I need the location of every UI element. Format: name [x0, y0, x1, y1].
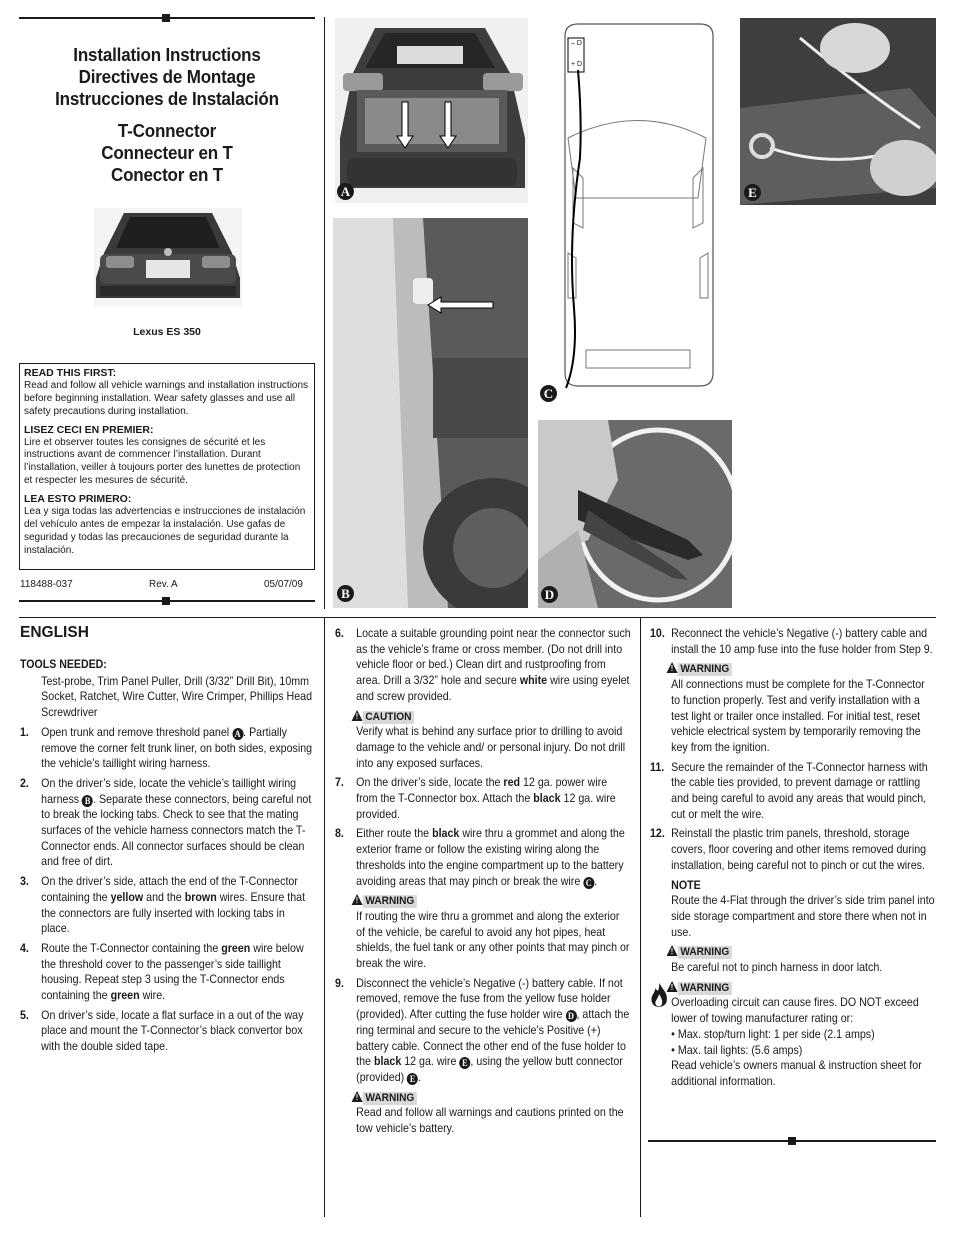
step-2: 2. On the driver’s side, locate the vehi… — [20, 776, 312, 869]
revision: Rev. A — [149, 579, 178, 590]
figure-c-label: C — [540, 385, 557, 402]
step-9-warning-text: Read and follow all warnings and caution… — [356, 1106, 624, 1136]
title-installation-fr: Directives de Montage — [78, 66, 256, 87]
fire-warning-tail: • Max. tail lights: (5.6 amps) — [671, 1043, 803, 1057]
step-7: 7. On the driver’s side, locate the red … — [335, 776, 616, 821]
read-first-body-fr: Lire et observer toutes les consignes de… — [24, 436, 301, 487]
title-product-en: T-Connector — [117, 120, 217, 141]
rule-marker — [162, 14, 170, 22]
figure-d-wire-cutter-photo: D — [538, 420, 732, 608]
part-number: 118488-037 — [20, 579, 73, 590]
column-divider-1 — [324, 617, 325, 1217]
step-1: 1. Open trunk and remove threshold panel… — [20, 725, 313, 771]
figure-e-ref: E — [459, 1057, 471, 1070]
step-4: 4. Route the T-Connector containing the … — [20, 941, 304, 1003]
figure-e-ref: E — [407, 1072, 419, 1085]
read-first-body-en: Read and follow all vehicle warnings and… — [24, 379, 309, 417]
title-product-es: Conector en T — [110, 164, 224, 185]
warning-badge: !WARNING — [351, 893, 418, 909]
rule-marker — [788, 1137, 796, 1145]
tools-heading: TOOLS NEEDED: — [20, 659, 107, 671]
warning-triangle-icon: ! — [666, 662, 678, 674]
column-divider-2 — [640, 617, 641, 1217]
step-8-warning-text: If routing the wire thru a grommet and a… — [356, 909, 630, 971]
english-heading: ENGLISH — [20, 624, 89, 641]
figure-b-threshold-photo: B — [333, 218, 528, 608]
vehicle-photo — [94, 208, 242, 306]
doc-date: 05/07/09 — [264, 579, 303, 590]
fire-warning-read-manual: Read vehicle’s owners manual & instructi… — [671, 1059, 922, 1088]
figure-b-ref: B — [82, 794, 94, 807]
figure-c-routing-diagram: – D + D C — [538, 18, 734, 408]
diagram-terminal-positive: + D — [571, 61, 583, 68]
figure-e-label: E — [744, 184, 761, 201]
read-first-heading-es: LEA ESTO PRIMERO: — [24, 493, 132, 506]
warning-badge: !WARNING — [351, 1090, 418, 1106]
figure-b-label: B — [337, 585, 354, 602]
rule-marker — [162, 597, 170, 605]
figure-a-label: A — [337, 183, 354, 200]
tools-list: Test-probe, Trim Panel Puller, Drill (3/… — [41, 674, 313, 720]
warning-triangle-icon: ! — [351, 1090, 363, 1102]
figure-a-ref: A — [232, 727, 244, 740]
warning-badge: !WARNING — [666, 980, 733, 996]
title-installation-es: Instrucciones de Instalación — [55, 88, 279, 109]
figure-c-ref: C — [583, 876, 595, 889]
vehicle-caption: Lexus ES 350 — [133, 326, 201, 338]
step-5: 5. On driver’s side, locate a flat surfa… — [20, 1008, 304, 1054]
title-product-fr: Connecteur en T — [101, 142, 233, 163]
warning-badge: !WARNING — [666, 661, 733, 677]
vertical-divider-top — [324, 17, 325, 609]
figure-a-trunk-photo: A — [335, 18, 528, 203]
read-first-heading-fr: LISEZ CECI EN PREMIER: — [24, 423, 154, 436]
warning-badge: !WARNING — [666, 944, 733, 960]
warning-triangle-icon: ! — [351, 894, 363, 906]
step-10: 10. Reconnect the vehicle’s Negative (-)… — [650, 626, 935, 756]
note-heading: NOTE — [671, 878, 701, 892]
step-9: 9. Disconnect the vehicle’s Negative (-)… — [335, 976, 630, 1136]
step-3: 3. On the driver’s side, attach the end … — [20, 875, 306, 936]
step-12: 12. Reinstall the plastic trim panels, t… — [650, 827, 935, 1088]
fire-warning-text: Overloading circuit can cause fires. DO … — [671, 996, 919, 1026]
instructions-column-1: TOOLS NEEDED: Test-probe, Trim Panel Pul… — [20, 658, 314, 1055]
step-11: 11. Secure the remainder of the T-Connec… — [650, 760, 928, 821]
caution-triangle-icon: ! — [351, 709, 363, 721]
pinch-warning-text: Be careful not to pinch harness in door … — [671, 961, 883, 975]
step-6-caution-text: Verify what is behind any surface prior … — [356, 725, 626, 770]
title-block: Installation Instructions Directives de … — [20, 44, 314, 186]
warning-triangle-icon: ! — [666, 945, 678, 957]
warning-triangle-icon: ! — [666, 980, 678, 992]
figure-d-label: D — [541, 586, 558, 603]
fire-warning-stop-turn: • Max. stop/turn light: 1 per side (2.1 … — [671, 1027, 875, 1041]
read-first-body-es: Lea y siga todas las advertencias e inst… — [24, 506, 306, 556]
read-first-box: READ THIS FIRST: Read and follow all veh… — [19, 363, 315, 570]
fire-icon — [651, 982, 667, 1007]
section-rule — [19, 617, 936, 618]
step-8: 8. Either route the black wire thru a gr… — [335, 827, 630, 971]
note-text: Route the 4-Flat through the driver’s si… — [671, 894, 935, 939]
caution-badge: !CAUTION — [351, 709, 415, 725]
title-installation-en: Installation Instructions — [73, 44, 261, 65]
step-10-warning-text: All connections must be complete for the… — [671, 678, 925, 754]
figure-e-ring-terminal-photo: E — [740, 18, 936, 205]
figure-d-ref: D — [565, 1010, 577, 1023]
step-6: 6. Locate a suitable grounding point nea… — [335, 627, 631, 770]
read-first-heading-en: READ THIS FIRST: — [24, 367, 117, 379]
instructions-column-2: 6. Locate a suitable grounding point nea… — [335, 626, 631, 1137]
diagram-terminal-negative: – D — [571, 40, 582, 47]
instructions-column-3: 10. Reconnect the vehicle’s Negative (-)… — [650, 626, 935, 1090]
